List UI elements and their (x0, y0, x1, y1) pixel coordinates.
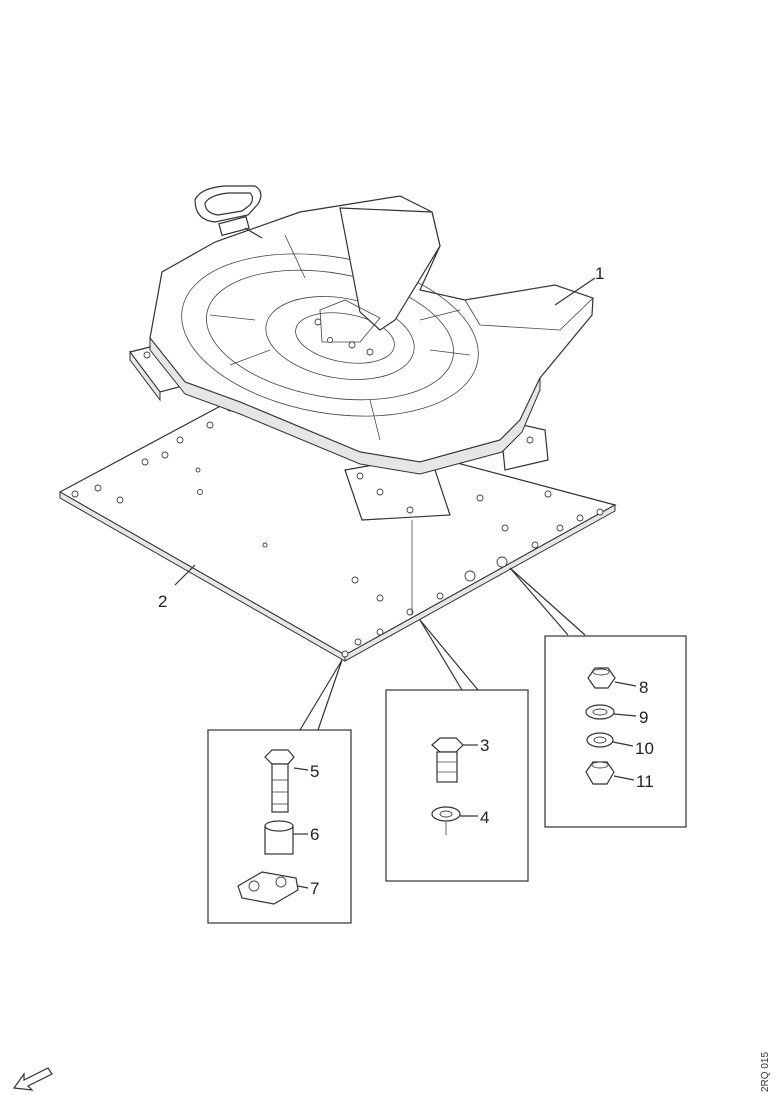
callout-8: 8 (639, 678, 648, 697)
callout-11: 11 (636, 772, 654, 791)
detail-box-center (385, 689, 529, 882)
plate-holes (71, 421, 604, 658)
callout-7: 7 (310, 879, 319, 898)
mounting-plate (58, 401, 617, 662)
callout-6: 6 (310, 825, 319, 844)
callout-9: 9 (639, 708, 648, 727)
direction-arrow-icon (12, 1067, 53, 1091)
callout-4: 4 (480, 808, 489, 827)
detail-box-left (207, 729, 352, 924)
callout-10: 10 (635, 739, 654, 758)
detail-box-right (544, 635, 687, 828)
callout-1: 1 (595, 264, 604, 283)
callout-5: 5 (310, 762, 319, 781)
drawing-code: 2RQ 015 (760, 1052, 771, 1092)
callout-3: 3 (480, 736, 489, 755)
callout-2: 2 (158, 592, 167, 611)
leader-lines (174, 277, 596, 731)
callout-labels: 1 2 3 4 5 6 7 8 9 10 11 (158, 264, 654, 898)
